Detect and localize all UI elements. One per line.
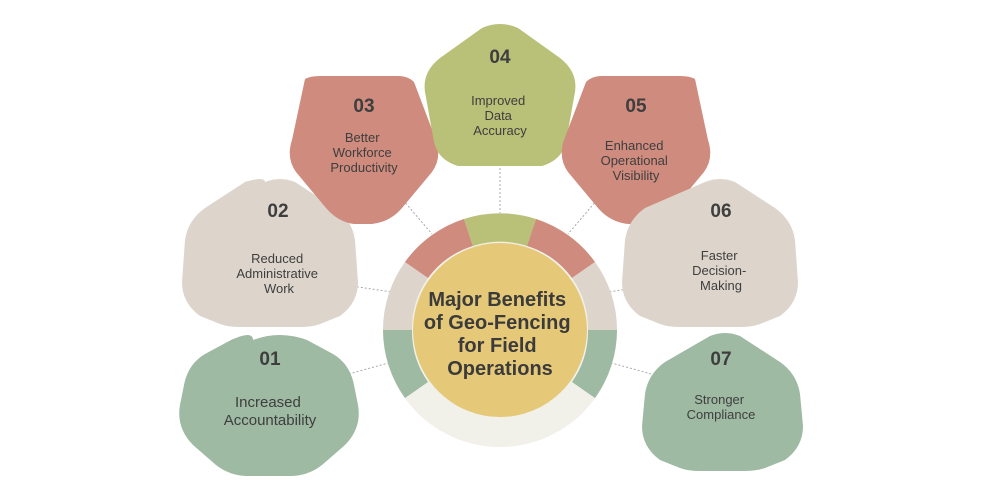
benefit-label: Improved Data Accuracy xyxy=(471,93,529,138)
ring-segment-07 xyxy=(572,330,617,398)
ring-segment-02 xyxy=(383,262,428,330)
ring-segment-04 xyxy=(464,213,536,246)
pentagon-shape xyxy=(179,335,359,476)
benefit-07: 07 Stronger Compliance xyxy=(642,333,803,471)
benefit-label: Increased Accountability xyxy=(224,394,317,429)
benefit-label: Stronger Compliance xyxy=(687,392,756,422)
pentagon-shape xyxy=(642,333,803,471)
center-title-line: of Geo-Fencing xyxy=(424,312,571,334)
pentagon-shape xyxy=(182,179,358,327)
center-title-line: for Field xyxy=(458,335,537,357)
benefit-02: 02 Reduced Administrative Work xyxy=(182,179,358,327)
pentagon-shape xyxy=(424,24,576,166)
benefit-number: 05 xyxy=(625,96,647,117)
ring-segment-06 xyxy=(572,262,617,330)
benefit-04: 04 Improved Data Accuracy xyxy=(424,24,576,166)
connector-05 xyxy=(567,199,598,235)
benefit-label: Better Workforce Productivity xyxy=(330,130,398,175)
benefit-label: Faster Decision- Making xyxy=(692,248,750,293)
ring-segment-05 xyxy=(527,219,595,278)
benefit-number: 03 xyxy=(353,96,374,117)
benefit-06: 06 Faster Decision- Making xyxy=(622,179,798,327)
connector-lines xyxy=(344,168,656,376)
ring-segment-01 xyxy=(383,330,428,398)
center-title: Major Benefits of Geo-Fencing for Field … xyxy=(424,289,576,380)
center-title-line: Operations xyxy=(447,358,553,380)
benefit-number: 04 xyxy=(489,47,511,68)
benefit-05: 05 Enhanced Operational Visibility xyxy=(561,76,711,224)
benefit-number: 06 xyxy=(710,201,731,222)
connector-07 xyxy=(607,361,656,376)
center-ring xyxy=(383,213,617,447)
connector-01 xyxy=(344,361,393,376)
benefit-number: 07 xyxy=(710,349,731,370)
benefit-number: 02 xyxy=(267,201,288,222)
pentagon-shape xyxy=(561,76,711,224)
benefit-01: 01 Increased Accountability xyxy=(179,335,359,476)
benefit-number: 01 xyxy=(259,349,281,370)
pentagon-shape xyxy=(289,76,439,224)
benefit-label: Enhanced Operational Visibility xyxy=(601,138,672,183)
ring-segment-03 xyxy=(405,219,473,278)
pentagon-shape xyxy=(622,179,798,327)
benefit-03: 03 Better Workforce Productivity xyxy=(289,76,439,224)
benefit-label: Reduced Administrative Work xyxy=(236,251,321,296)
connector-03 xyxy=(402,199,433,235)
center-title-line: Major Benefits xyxy=(428,289,566,311)
center-circle xyxy=(413,243,587,417)
